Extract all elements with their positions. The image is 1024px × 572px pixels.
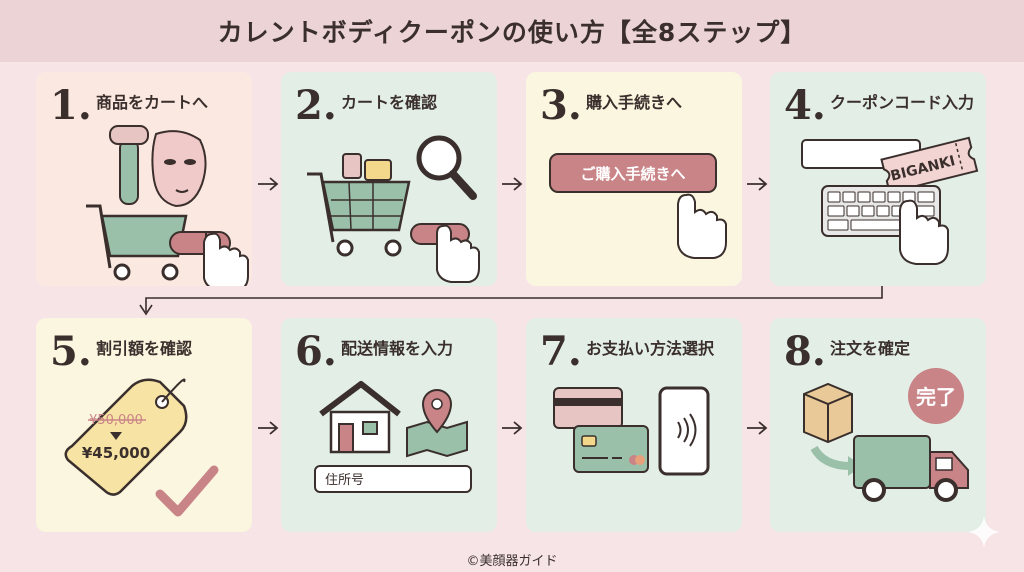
cart-and-magnifier-icon [307, 135, 480, 283]
arrow-right-icon [258, 177, 279, 191]
step-title: 購入手続きへ [586, 93, 683, 112]
step-card-5: 5. 割引額を確認 ¥50,000 ¥45,000 [36, 318, 252, 532]
step-card-3: 3. 購入手続きへ ご購入手続きへ [526, 72, 742, 286]
step-card-8: 8. 注文を確定 完了 [770, 318, 986, 532]
step-card-7: 7. お支払い方法選択 [526, 318, 742, 532]
arrow-right-icon [258, 421, 279, 435]
step-title: クーポンコード入力 [830, 93, 975, 112]
header-bar: カレントボディクーポンの使い方【全8ステップ】 [0, 0, 1024, 62]
checkout-button-illustration: ご購入手続きへ [549, 153, 727, 259]
step-number: 3. [540, 82, 582, 129]
step-number: 1. [50, 82, 92, 129]
step-title: 配送情報を入力 [341, 339, 454, 358]
step-number: 8. [784, 328, 826, 375]
step-card-6: 6. 配送情報を入力 住所号 [281, 318, 497, 532]
step-number: 7. [540, 328, 582, 375]
step-title: 商品をカートへ [96, 93, 209, 112]
step-title: お支払い方法選択 [586, 339, 715, 358]
shopping-cart-icon [86, 125, 249, 286]
step-number: 2. [295, 82, 337, 129]
coupon-keyboard-icon: BIGANKI [801, 136, 979, 265]
step-card-4: 4. クーポンコード入力 BIGANKI [770, 72, 986, 286]
house-location-icon: 住所号 [314, 381, 472, 493]
step-title: 注文を確定 [830, 339, 911, 358]
step-card-1: 1. 商品をカートへ [36, 72, 252, 286]
step-number: 6. [295, 328, 337, 375]
delivery-truck-icon: 完了 [803, 368, 969, 502]
step-title: カートを確認 [341, 93, 438, 112]
payment-card-phone-icon [553, 386, 710, 476]
arrow-right-icon [747, 421, 768, 435]
complete-badge: 完了 [916, 385, 956, 409]
step-card-2: 2. カートを確認 [281, 72, 497, 286]
page-title: カレントボディクーポンの使い方【全8ステップ】 [217, 18, 807, 47]
step-title: 割引額を確認 [96, 339, 193, 358]
arrow-right-icon [502, 177, 523, 191]
sparkle-icon [968, 516, 1000, 548]
arrow-right-icon [502, 421, 523, 435]
arrow-right-icon [747, 177, 768, 191]
price-tag-icon: ¥50,000 ¥45,000 [64, 378, 219, 517]
step-number: 5. [50, 328, 92, 375]
checkout-button-label: ご購入手続きへ [580, 165, 685, 183]
address-field: 住所号 [325, 473, 364, 488]
copyright-text: ©美顔器ガイド [466, 554, 558, 569]
discounted-price: ¥45,000 [82, 444, 150, 462]
step-number: 4. [784, 82, 826, 129]
